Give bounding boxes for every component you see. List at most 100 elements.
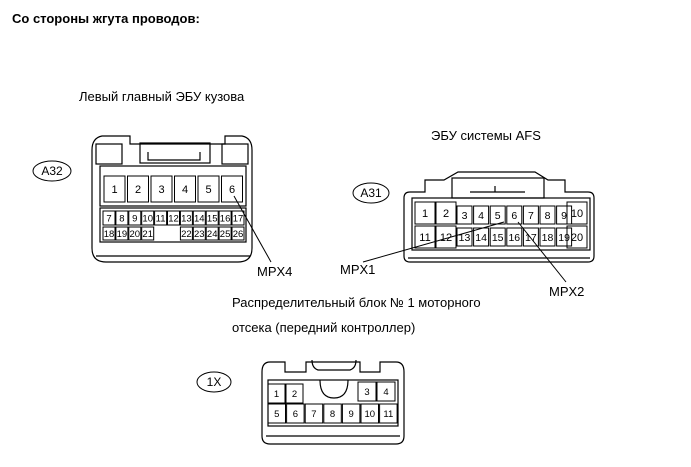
pin-outline xyxy=(231,210,245,226)
pin-number: 15 xyxy=(207,213,218,224)
connector-1x-name-line2: отсека (передний контроллер) xyxy=(232,320,416,335)
pin-cell: 12 xyxy=(167,210,180,226)
pin-outline xyxy=(179,226,193,241)
pin-number: 11 xyxy=(419,232,430,244)
pin-number: 3 xyxy=(364,387,369,398)
pin-cell: 1 xyxy=(414,201,436,225)
pin-outline xyxy=(566,201,588,225)
pin-outline xyxy=(456,205,473,225)
pin-number: 10 xyxy=(571,208,583,220)
pin-number: 6 xyxy=(229,184,235,196)
pin-cell: 4 xyxy=(473,205,490,225)
pin-cell: 5 xyxy=(267,403,286,424)
pin-cell: 19 xyxy=(556,227,573,247)
pin-cell: 1 xyxy=(267,383,286,404)
pin-cell: 8 xyxy=(323,403,342,424)
pin-outline xyxy=(128,210,142,226)
callout-mpx4: MPX4 xyxy=(257,264,292,279)
pin-cell: 18 xyxy=(102,226,116,241)
pin-number: 9 xyxy=(132,213,137,224)
pin-cell: 20 xyxy=(128,226,142,241)
pin-cell: 9 xyxy=(556,205,573,225)
pin-number: 19 xyxy=(558,232,570,244)
pin-outline xyxy=(566,225,588,249)
pin-cell: 8 xyxy=(539,205,556,225)
pin-number: 16 xyxy=(220,213,231,224)
pin-outline xyxy=(141,226,155,241)
pin-cell: 17 xyxy=(522,227,539,247)
pin-cell: 6 xyxy=(506,205,523,225)
pin-number: 3 xyxy=(158,184,164,196)
pin-outline xyxy=(506,227,523,247)
pin-number: 8 xyxy=(330,409,335,420)
pin-number: 23 xyxy=(194,229,205,240)
pin-outline xyxy=(267,383,286,404)
pin-outline xyxy=(150,175,173,203)
pin-outline xyxy=(218,226,232,241)
pin-number: 24 xyxy=(207,229,218,240)
pin-outline xyxy=(128,226,142,241)
connector-1x-name-line1: Распределительный блок № 1 моторного xyxy=(232,295,481,310)
pin-outline xyxy=(539,227,556,247)
pin-cell: 17 xyxy=(231,210,245,226)
pin-number: 6 xyxy=(293,409,298,420)
pin-outline xyxy=(376,381,396,402)
pin-number: 15 xyxy=(492,232,504,244)
pin-cell: 5 xyxy=(197,175,220,203)
pin-outline xyxy=(103,175,126,203)
pin-number: 25 xyxy=(220,229,231,240)
pin-cell: 11 xyxy=(154,210,168,226)
callout-lines xyxy=(233,195,567,283)
pin-number: 14 xyxy=(194,213,205,224)
pin-number: 4 xyxy=(383,387,388,398)
pin-number: 4 xyxy=(478,210,484,222)
pin-outline xyxy=(522,205,539,225)
connector-a32-code: A32 xyxy=(41,164,63,178)
pin-cell: 5 xyxy=(489,205,506,225)
pin-outline xyxy=(506,205,523,225)
pin-cell: 2 xyxy=(127,175,149,203)
pin-number: 13 xyxy=(459,232,471,244)
pin-outline xyxy=(192,226,206,241)
callout-mpx2: MPX2 xyxy=(549,284,584,299)
pin-cell: 13 xyxy=(179,210,193,226)
pin-number: 6 xyxy=(511,210,517,222)
page-title: Со стороны жгута проводов: xyxy=(12,11,200,26)
pin-cell: 4 xyxy=(376,381,396,402)
pin-outline xyxy=(341,403,361,424)
pin-number: 2 xyxy=(292,389,297,400)
pin-number: 5 xyxy=(495,210,501,222)
pin-outline xyxy=(102,226,116,241)
pin-outline xyxy=(304,403,324,424)
pin-number: 20 xyxy=(130,229,141,240)
pin-cell: 26 xyxy=(231,226,245,241)
pin-number: 14 xyxy=(475,232,487,244)
pin-cell: 15 xyxy=(489,227,506,247)
connector-a32-housing xyxy=(91,135,253,263)
pin-outline xyxy=(489,227,506,247)
pin-cell: 16 xyxy=(506,227,523,247)
pin-number: 2 xyxy=(443,208,449,220)
pin-number: 16 xyxy=(508,232,520,244)
pin-cell: 4 xyxy=(174,175,196,203)
pin-number: 18 xyxy=(542,232,554,244)
pin-number: 9 xyxy=(561,210,567,222)
pin-outline xyxy=(231,226,245,241)
pin-number: 7 xyxy=(106,213,111,224)
pin-number: 10 xyxy=(364,409,375,420)
pin-number: 8 xyxy=(119,213,124,224)
pin-outline xyxy=(379,403,398,424)
pin-outline xyxy=(205,210,219,226)
pin-cell: 24 xyxy=(205,226,219,241)
pin-outline xyxy=(174,175,196,203)
connector-1x-code: 1X xyxy=(207,375,222,389)
pin-number: 1 xyxy=(422,208,428,220)
pin-outline xyxy=(323,403,342,424)
pin-outline xyxy=(556,227,573,247)
pin-number: 5 xyxy=(274,409,279,420)
pin-cell: 14 xyxy=(473,227,490,247)
pin-outline xyxy=(414,225,436,249)
connector-a31-name: ЭБУ системы AFS xyxy=(431,128,541,143)
pin-cell: 2 xyxy=(285,383,304,404)
